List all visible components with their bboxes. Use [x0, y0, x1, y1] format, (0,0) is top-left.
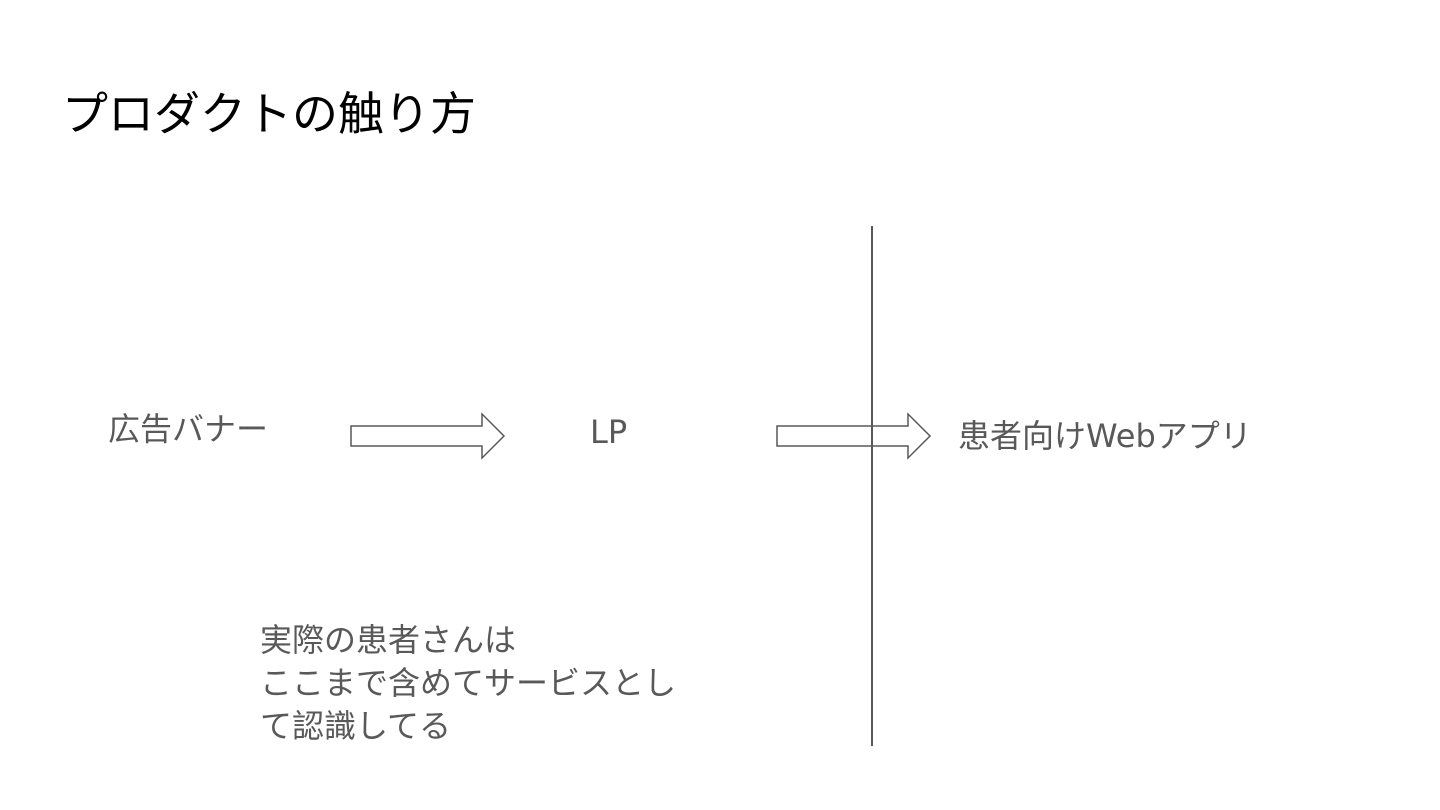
note-line: 実際の患者さんは [260, 621, 517, 659]
note-line: ここまで含めてサービスとし [260, 664, 677, 702]
arrow-lp-to-webapp [776, 412, 932, 460]
note-text: 実際の患者さんは ここまで含めてサービスとし て認識してる [260, 619, 676, 748]
arrow-banner-to-lp [350, 412, 506, 460]
note-line: て認識してる [260, 707, 452, 745]
flow-step-ad-banner: 広告バナー [108, 410, 269, 448]
flow-step-patient-web-app: 患者向けWebアプリ [958, 417, 1252, 455]
flow-step-lp: LP [590, 413, 628, 451]
slide-title: プロダクトの触り方 [62, 87, 476, 141]
